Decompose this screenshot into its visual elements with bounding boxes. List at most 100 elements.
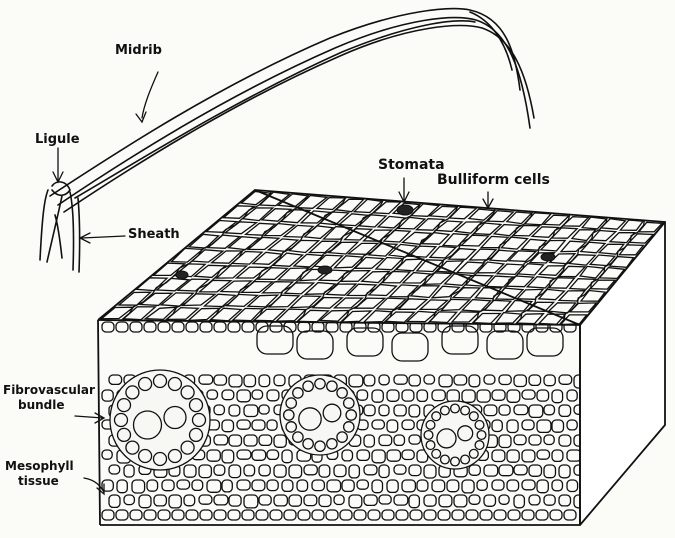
mesophyll-cell	[432, 480, 445, 492]
epidermis-cell	[237, 267, 268, 278]
mesophyll-cross-section-cells	[102, 322, 587, 520]
mesophyll-cell	[199, 465, 211, 478]
mesophyll-cell	[237, 450, 251, 459]
mesophyll-cell	[492, 420, 502, 432]
epidermis-cell	[269, 239, 298, 251]
lower-epidermis-cell	[130, 510, 142, 520]
mesophyll-cell	[259, 375, 270, 387]
mesophyll-cell	[109, 465, 120, 474]
mesophyll-cell	[147, 480, 158, 491]
mesophyll-cell	[394, 375, 407, 384]
mesophyll-cell	[567, 450, 581, 461]
stoma	[176, 271, 188, 279]
mesophyll-cell	[372, 420, 384, 429]
mesophyll-cell	[559, 435, 571, 446]
lower-epidermis-cell	[536, 510, 548, 520]
lower-epidermis-cell	[158, 510, 170, 520]
mesophyll-cell	[402, 420, 414, 430]
upper-epidermis-cell	[116, 322, 128, 332]
mesophyll-cell	[109, 375, 122, 384]
bulliform-cell	[257, 326, 293, 354]
mesophyll-cell	[319, 465, 330, 477]
mesophyll-cell	[537, 390, 549, 401]
bulliform-cell	[297, 331, 333, 359]
mesophyll-cell	[544, 495, 555, 505]
mesophyll-cell	[529, 375, 541, 385]
lower-epidermis-cell	[284, 510, 296, 520]
mesophyll-cell	[259, 435, 272, 445]
epidermis-cell	[233, 308, 263, 320]
mesophyll-cell	[469, 375, 480, 387]
mesophyll-cell	[409, 465, 421, 476]
mesophyll-cell	[567, 480, 578, 492]
label-stomata: Stomata	[378, 158, 445, 173]
mesophyll-cell	[372, 480, 383, 493]
mesophyll-cell	[484, 495, 496, 506]
mesophyll-cell	[274, 465, 286, 477]
wavy-cell-wall	[208, 197, 347, 322]
mesophyll-cell	[349, 465, 359, 478]
epidermis-cell	[232, 252, 262, 265]
mesophyll-cell	[229, 495, 241, 506]
mesophyll-cell	[282, 450, 292, 463]
stoma	[397, 205, 413, 215]
mesophyll-cell	[117, 480, 127, 493]
epidermis-cell	[341, 271, 370, 282]
mesophyll-cell	[169, 495, 181, 508]
epidermis-cell	[146, 307, 177, 319]
mesophyll-cell	[304, 495, 317, 506]
mesophyll-cell	[252, 420, 265, 430]
label-bulliform-cells: Bulliform cells	[437, 173, 550, 188]
mesophyll-cell	[267, 480, 278, 491]
mesophyll-cell	[214, 495, 228, 505]
mesophyll-cell	[507, 390, 520, 402]
mesophyll-cell	[507, 420, 518, 433]
mesophyll-cell	[394, 435, 405, 445]
mesophyll-cell	[424, 465, 436, 478]
epidermis-cell	[291, 296, 321, 308]
lower-epidermis-cell	[116, 510, 128, 520]
mesophyll-cell	[484, 375, 495, 384]
mesophyll-cell	[139, 495, 151, 508]
mesophyll-cell	[379, 495, 391, 504]
epidermis-cell	[390, 285, 419, 297]
epidermis-cell	[269, 295, 299, 307]
mesophyll-cell	[259, 465, 270, 476]
epidermis-cell	[183, 294, 215, 306]
mesophyll-cell	[514, 405, 528, 415]
lower-epidermis-cell	[368, 510, 380, 520]
upper-epidermis-cell	[242, 322, 254, 332]
mesophyll-cell	[267, 390, 279, 401]
mesophyll-cell	[184, 495, 195, 506]
lower-epidermis-cell	[410, 510, 422, 520]
epidermis-cell	[481, 236, 508, 247]
lower-epidermis-cell	[186, 510, 198, 520]
mesophyll-cell	[447, 390, 459, 402]
lower-epidermis-cell	[508, 510, 520, 520]
mesophyll-cell	[499, 435, 511, 448]
mesophyll-cell	[214, 405, 224, 415]
mesophyll-cell	[267, 420, 277, 430]
mesophyll-cell	[124, 465, 134, 477]
mesophyll-cell	[529, 495, 540, 505]
mesophyll-cell	[274, 435, 286, 447]
label-tissue: tissue	[18, 475, 59, 488]
lower-epidermis-cell	[354, 510, 366, 520]
mesophyll-cell	[402, 390, 414, 401]
epidermis-cell	[212, 251, 242, 263]
epidermis-cell	[359, 215, 386, 227]
mesophyll-cell	[387, 420, 398, 432]
bulliform-cell	[392, 333, 428, 361]
bulliform-cell	[487, 331, 523, 359]
mesophyll-cell	[207, 480, 221, 492]
mesophyll-cell	[522, 480, 535, 490]
epidermis-cell	[582, 217, 606, 229]
mesophyll-cell	[237, 390, 250, 402]
epidermis-cell	[253, 252, 282, 264]
lower-epidermis-cell	[452, 510, 464, 520]
epidermis-cell	[195, 265, 226, 277]
lower-epidermis-cell	[256, 510, 268, 520]
mesophyll-cell	[559, 495, 571, 506]
upper-epidermis-cell	[130, 322, 142, 332]
